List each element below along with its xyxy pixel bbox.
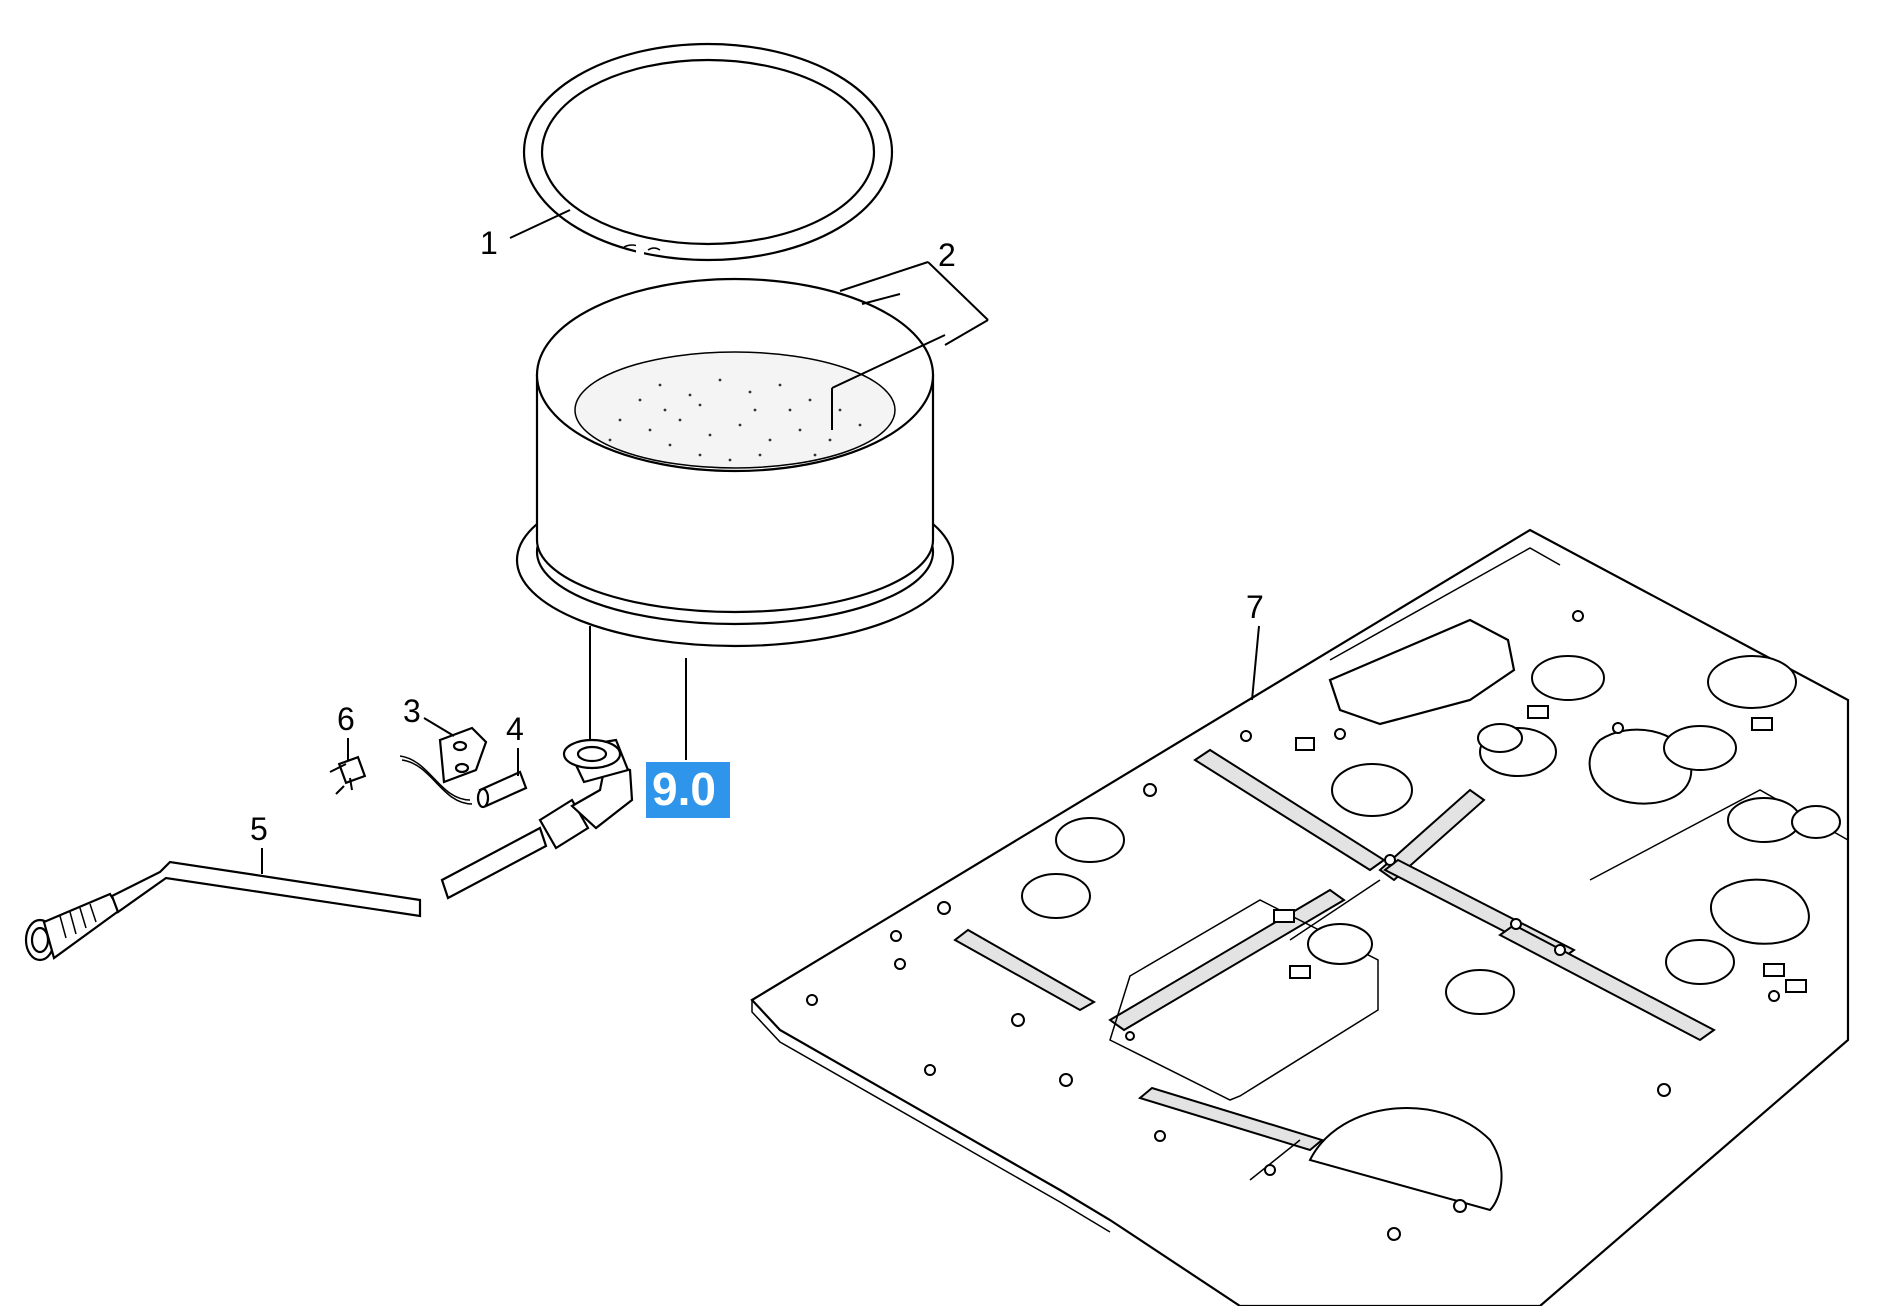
pipe-with-fitting-icon[interactable]: [24, 738, 634, 962]
gasket-ring-icon[interactable]: [522, 42, 894, 262]
sensor-cable-icon[interactable]: [399, 755, 528, 809]
base-plate-icon[interactable]: [750, 528, 1850, 1306]
bracket-clip-icon[interactable]: [438, 726, 488, 784]
section-badge: 9.0: [646, 762, 730, 818]
leader-line-1: [509, 209, 571, 239]
leader-line-3: [423, 717, 455, 737]
callout-7: 7: [1246, 589, 1264, 625]
callout-4: 4: [506, 711, 524, 747]
callout-2: 2: [938, 237, 956, 273]
small-clip-icon[interactable]: [329, 755, 367, 795]
leader-line-2: [831, 261, 989, 430]
filter-cylinder-icon[interactable]: [515, 277, 955, 648]
leader-line-7: [1251, 625, 1260, 701]
callout-1: 1: [480, 225, 498, 261]
callout-5: 5: [250, 811, 268, 847]
callout-6: 6: [337, 701, 355, 737]
filter-media-icon: [574, 351, 896, 469]
callout-3: 3: [403, 693, 421, 729]
svg-text:9.0: 9.0: [652, 763, 716, 815]
